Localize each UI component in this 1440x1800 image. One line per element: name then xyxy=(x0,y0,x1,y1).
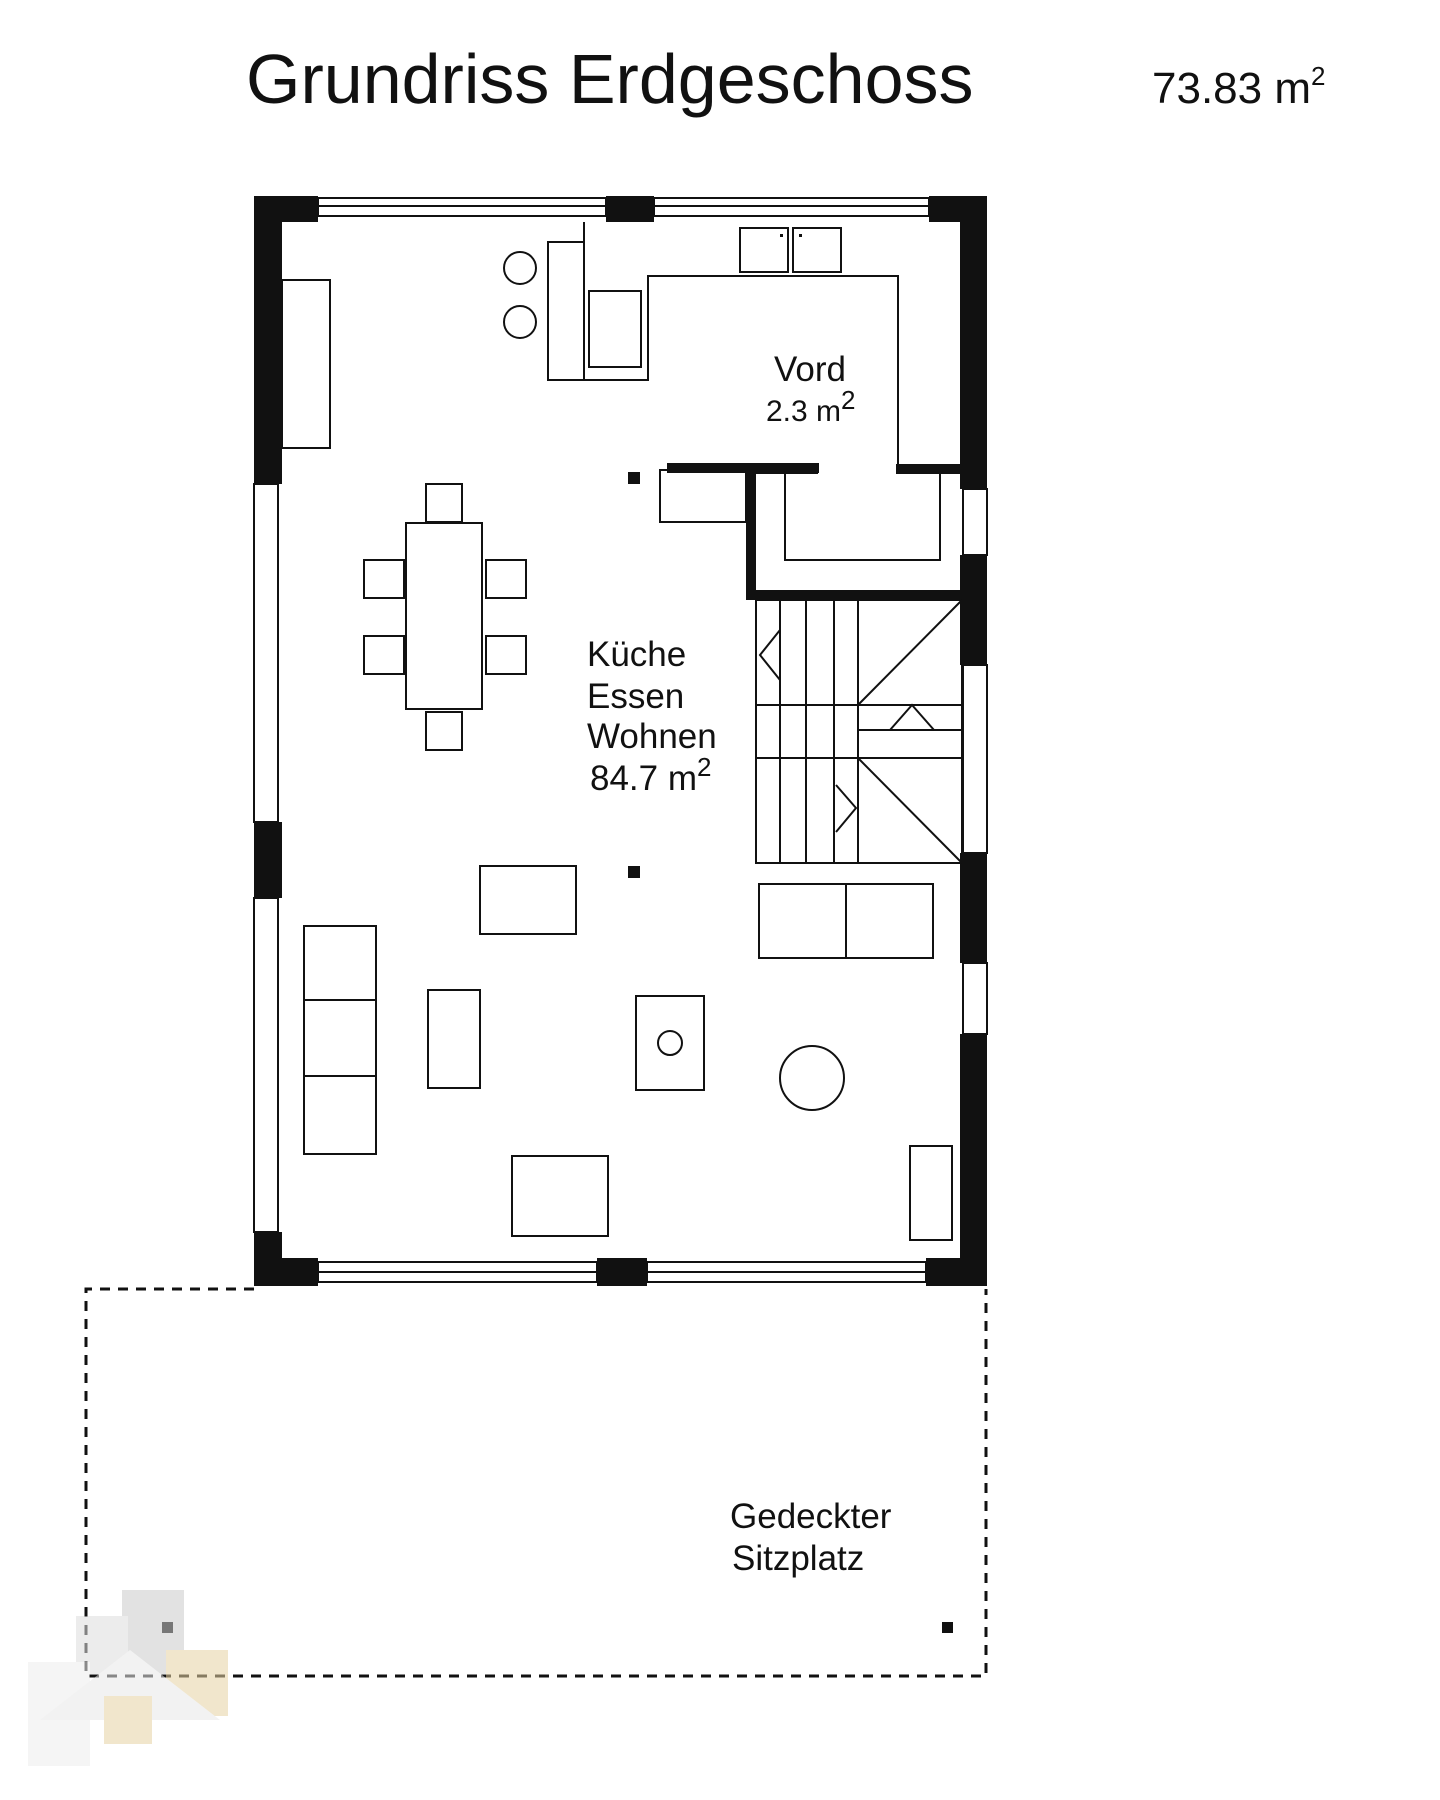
armchair xyxy=(479,865,577,935)
plan-title: Grundriss Erdgeschoss xyxy=(246,40,974,118)
sofa-left xyxy=(303,925,377,1155)
dining-set xyxy=(363,483,527,751)
total-area-value: 73.83 m xyxy=(1152,64,1311,113)
watermark-logo-icon xyxy=(28,1590,228,1766)
dining-chair xyxy=(425,711,463,751)
hob-burner-1 xyxy=(503,251,537,285)
room-name-essen: Essen xyxy=(587,677,684,716)
window-left-upper xyxy=(253,483,279,823)
covered-terrace xyxy=(84,1287,988,1678)
window-left-lower xyxy=(253,897,279,1233)
room-area-vord: 2.3 m2 xyxy=(766,385,856,428)
room-name-wohnen: Wohnen xyxy=(587,717,717,756)
window-right-1 xyxy=(962,488,988,556)
appliance-dots xyxy=(780,234,802,237)
vord-area-superscript: 2 xyxy=(841,385,855,415)
kitchen-sink xyxy=(588,290,642,368)
dining-chair xyxy=(363,559,405,599)
dining-chair xyxy=(425,483,463,523)
wardrobe xyxy=(784,474,941,561)
terrace-posts xyxy=(162,1622,953,1633)
staircase xyxy=(755,599,963,864)
columns xyxy=(628,472,640,878)
total-area: 73.83 m2 xyxy=(1152,61,1325,113)
terrace-label-line2: Sitzplatz xyxy=(732,1539,864,1578)
terrace-label-line1: Gedeckter xyxy=(730,1497,892,1536)
dining-chair xyxy=(363,635,405,675)
coffee-table xyxy=(427,989,481,1089)
kitchen-appliance-2 xyxy=(792,227,842,273)
exterior-walls xyxy=(254,196,987,1286)
room-area-living: 84.7 m2 xyxy=(590,752,711,798)
dining-chair xyxy=(485,559,527,599)
kitchen-counter xyxy=(503,222,899,464)
interior-walls xyxy=(746,464,962,600)
living-area-superscript: 2 xyxy=(697,752,711,782)
dining-table xyxy=(405,522,483,710)
window-right-3 xyxy=(962,962,988,1035)
wall-cabinet-left xyxy=(281,279,331,449)
round-table xyxy=(779,1045,845,1111)
room-name-kueche: Küche xyxy=(587,635,686,674)
kitchen-appliance-1 xyxy=(739,227,789,273)
vord-area-value: 2.3 m xyxy=(766,395,841,428)
side-cabinet xyxy=(909,1145,953,1241)
total-area-superscript: 2 xyxy=(1311,61,1325,91)
lounge-chair xyxy=(511,1155,609,1237)
dining-chair xyxy=(485,635,527,675)
room-name-vord: Vord xyxy=(774,350,846,389)
hob-burner-2 xyxy=(503,305,537,339)
fireplace xyxy=(635,995,705,1091)
window-right-2 xyxy=(962,664,988,854)
living-furniture xyxy=(303,865,953,1241)
windows xyxy=(253,197,988,1283)
living-area-value: 84.7 m xyxy=(590,759,697,798)
entry-bench xyxy=(659,463,819,523)
